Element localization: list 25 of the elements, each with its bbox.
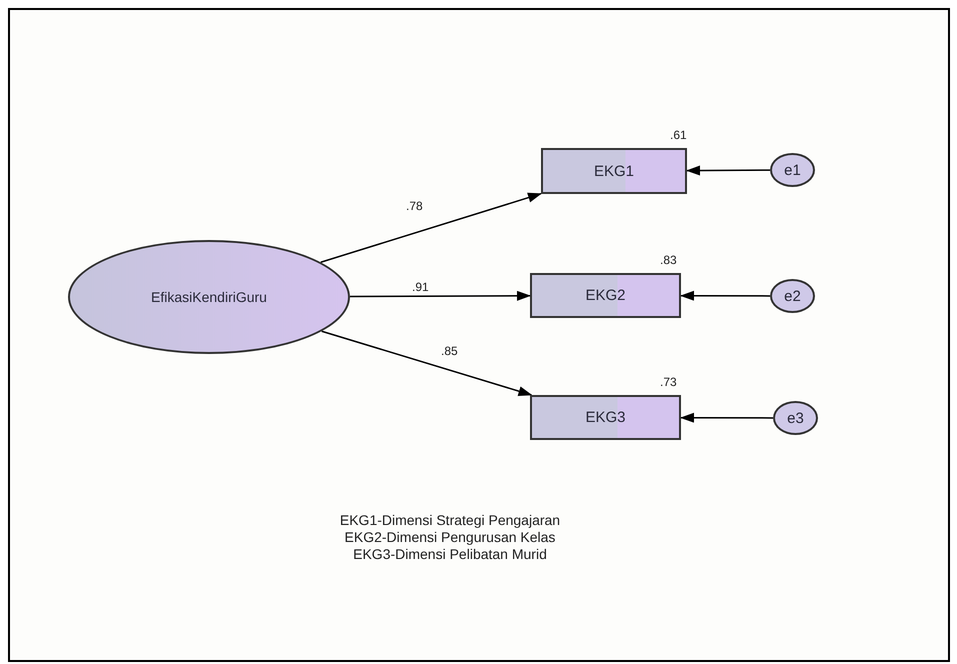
variable-name: EKG2: [585, 287, 626, 304]
note-text: EKG2-Dimensi Pengurusan Kelas: [344, 529, 556, 546]
note-text: EKG1-Dimensi Strategi Pengajaran: [340, 512, 560, 529]
squared-multiple-correlation: .61: [670, 128, 687, 142]
observed-variable-box: [530, 273, 681, 318]
variable-name: EfikasiKendiriGuru: [151, 289, 267, 305]
edge-label: .78: [405, 199, 424, 213]
observed-variable-box: [530, 395, 681, 440]
squared-multiple-correlation: .73: [660, 375, 677, 389]
variable-name: EKG1: [594, 162, 634, 180]
variable-name: e2: [784, 288, 801, 304]
path-arrow: [350, 290, 531, 301]
squared-multiple-correlation: .83: [660, 253, 677, 267]
observed-variable-box: [541, 148, 687, 194]
note-text: EKG3-Dimensi Pelibatan Murid: [353, 546, 547, 563]
edge-label: .85: [440, 344, 459, 358]
variable-name: e3: [787, 410, 804, 426]
edge-label: .91: [411, 280, 430, 294]
path-arrow: [321, 330, 532, 396]
path-arrow: [686, 166, 770, 176]
path-arrow: [680, 290, 770, 301]
path-arrow: [680, 412, 773, 423]
path-arrow: [320, 192, 542, 263]
variable-name: e1: [784, 162, 801, 178]
variable-name: EKG3: [585, 409, 626, 426]
